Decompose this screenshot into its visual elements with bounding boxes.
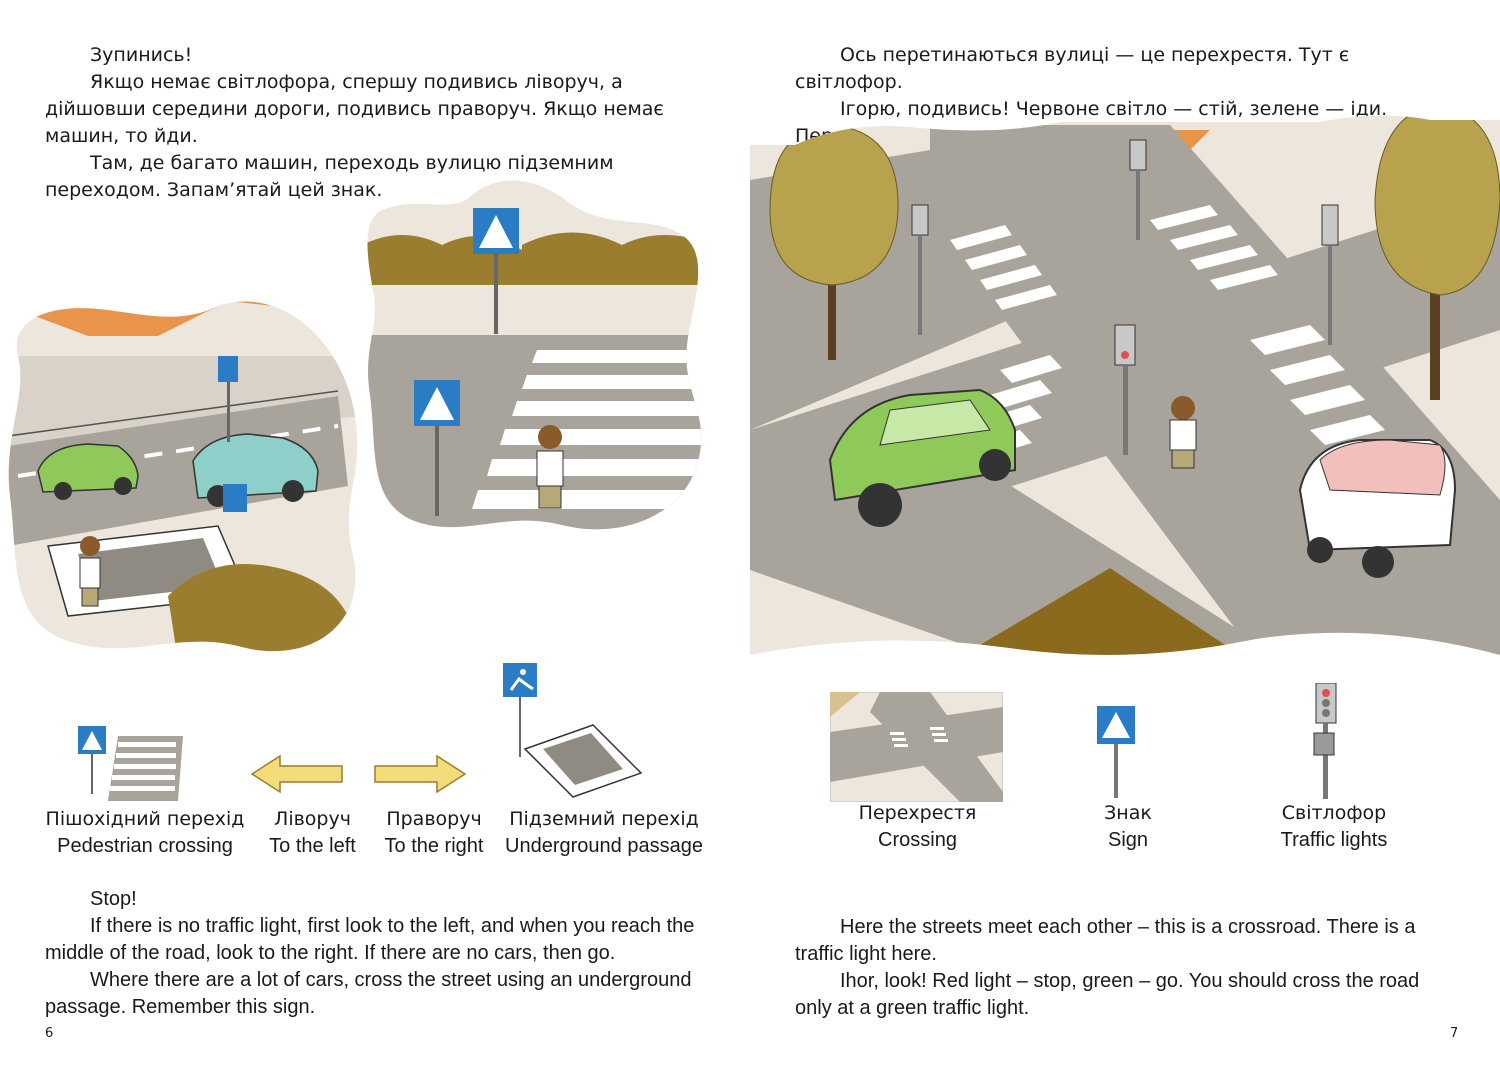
en-text-left: Stop! If there is no traffic light, firs… [45, 886, 705, 1021]
traffic-light [911, 139, 1339, 455]
en-paragraph: Here the streets meet each other – this … [795, 916, 1416, 965]
pedestrian-crossing-icon [78, 726, 183, 801]
legend-label-uk: Пішохідний перехід [45, 808, 245, 830]
legend-label-uk: Світлофор [1281, 802, 1387, 824]
legend-label-en: To the right [384, 835, 484, 857]
uk-text-left: Зупинись! Якщо немає світлофора, спершу … [45, 42, 705, 204]
underpass-sign [223, 484, 247, 512]
legend-label-uk: Ліворуч [274, 808, 351, 830]
green-car [828, 388, 1016, 527]
en-paragraph: Where there are a lot of cars, cross the… [45, 969, 692, 1018]
page-number: 7 [1450, 1026, 1459, 1041]
traffic-light-icon [1313, 683, 1337, 799]
uk-paragraph: Зупинись! [90, 44, 193, 66]
boy-waiting [536, 425, 564, 509]
bush [168, 564, 358, 652]
legend-label-uk: Підземний перехід [509, 808, 699, 830]
page-number: 6 [45, 1026, 54, 1041]
legend-label-en: Underground passage [505, 835, 703, 857]
legend-label-uk: Перехрестя [858, 802, 977, 824]
legend-label-en: Crossing [878, 829, 957, 851]
sign-icon [1097, 706, 1135, 798]
legend-to-the-left: Ліворуч To the left [255, 806, 370, 860]
green-car [37, 443, 139, 500]
pink-car [1298, 439, 1457, 578]
legend-crossing: Перехрестя Crossing [830, 800, 1005, 854]
en-text-right: Here the streets meet each other – this … [795, 914, 1455, 1022]
uk-paragraph: Якщо немає світлофора, спершу подивись л… [45, 71, 664, 147]
legend-traffic-lights: Світлофор Traffic lights [1250, 800, 1418, 854]
arrow-left-icon [250, 754, 343, 794]
zebra-crossing-illustration [367, 180, 702, 530]
en-paragraph: Stop! [90, 888, 137, 910]
left-page: Зупинись! Якщо немає світлофора, спершу … [8, 42, 710, 1041]
uk-paragraph: Там, де багато машин, переходь вулицю пі… [45, 152, 614, 201]
legend-label-en: To the left [269, 835, 356, 857]
boy-crossing [1169, 396, 1197, 469]
crossroad-illustration [750, 115, 1500, 656]
legend-label-uk: Праворуч [386, 808, 482, 830]
legend-pedestrian-crossing: Пішохідний перехід Pedestrian crossing [40, 806, 250, 860]
legend-label-en: Traffic lights [1280, 829, 1388, 851]
uk-paragraph: Ось перетинаються вулиці — це перехрестя… [795, 44, 1350, 93]
underground-passage-icon [503, 663, 643, 798]
crossing-thumbnail [830, 692, 1003, 802]
boy-on-stairs [79, 536, 101, 607]
legend-label-en: Sign [1107, 829, 1149, 851]
legend-underground-passage: Підземний перехід Underground passage [498, 806, 710, 860]
grass [930, 568, 1270, 656]
legend-sign: Знак Sign [1068, 800, 1188, 854]
en-paragraph: Ihor, look! Red light – stop, green – go… [795, 970, 1420, 1019]
legend-to-the-right: Праворуч To the right [375, 806, 493, 860]
underground-passage-illustration [8, 301, 358, 652]
legend-label-uk: Знак [1104, 802, 1152, 824]
arrow-right-icon [374, 754, 467, 794]
right-page: Ось перетинаються вулиці — це перехрестя… [750, 0, 1500, 1072]
en-paragraph: If there is no traffic light, first look… [45, 915, 695, 964]
underpass-sign [218, 356, 238, 382]
legend-label-en: Pedestrian crossing [57, 835, 233, 857]
bush [522, 232, 702, 285]
